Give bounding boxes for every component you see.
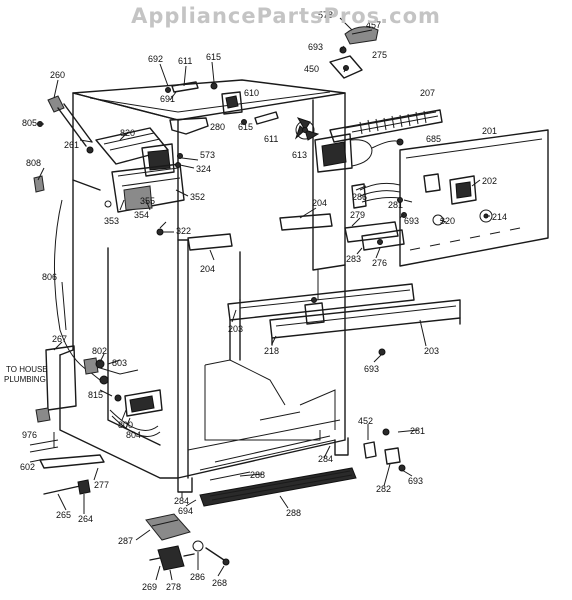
callout-602: 602: [20, 462, 35, 472]
callout-353: 353: [104, 216, 119, 226]
callout-820: 820: [120, 128, 135, 138]
callout-207: 207: [420, 88, 435, 98]
callout-278: 278: [166, 582, 181, 592]
callout-354: 354: [134, 210, 149, 220]
callout-204b: 204: [200, 264, 215, 274]
callout-800: 800: [118, 420, 133, 430]
callout-284: 284: [318, 454, 333, 464]
callout-803: 803: [112, 358, 127, 368]
callout-269: 269: [142, 582, 157, 592]
control-panel: [351, 129, 549, 267]
callout-288b: 288: [286, 508, 301, 518]
callout-611: 611: [178, 56, 192, 66]
callout-280: 280: [210, 122, 225, 132]
callout-267: 267: [52, 334, 67, 344]
callout-691: 691: [160, 94, 175, 104]
callout-282: 282: [376, 484, 391, 494]
callout-281: 281: [388, 200, 403, 210]
watermark: AppliancePartsPros.com: [131, 4, 441, 28]
callout-214: 214: [492, 212, 507, 222]
callout-693: 693: [308, 42, 323, 52]
fan-motor-assembly: [314, 109, 443, 173]
callout-labels: 578 457 693 450 275 692 611 615 691 610 …: [4, 10, 507, 592]
ice-maker: [86, 127, 185, 236]
callout-808: 808: [26, 158, 41, 168]
callout-806: 806: [42, 272, 57, 282]
callout-204: 204: [312, 198, 327, 208]
callout-692: 692: [148, 54, 163, 64]
callout-264: 264: [78, 514, 93, 524]
callout-452: 452: [358, 416, 373, 426]
callout-265: 265: [56, 510, 71, 520]
callout-276: 276: [372, 258, 387, 268]
callout-277: 277: [94, 480, 109, 490]
water-line: [54, 199, 101, 381]
callout-802: 802: [92, 346, 107, 356]
callout-275: 275: [372, 50, 387, 60]
callout-693b: 693: [404, 216, 419, 226]
shelf-frames: [187, 197, 461, 361]
callout-286: 286: [352, 192, 367, 202]
cabinet: [59, 79, 349, 493]
callout-201: 201: [482, 126, 497, 136]
callout-693d: 693: [408, 476, 423, 486]
callout-578: 578: [318, 10, 333, 20]
callout-352: 352: [190, 192, 205, 202]
callout-279: 279: [350, 210, 365, 220]
callout-615: 615: [206, 52, 221, 62]
callout-805: 805: [22, 118, 37, 128]
fill-tube: [33, 95, 93, 193]
plumbing-note-line-2: PLUMBING: [4, 375, 46, 384]
callout-610: 610: [244, 88, 259, 98]
water-valve: [29, 345, 163, 469]
callout-324: 324: [196, 164, 211, 174]
callout-281b: 281: [410, 426, 425, 436]
bottom-components: [43, 428, 406, 571]
callout-287: 287: [118, 536, 133, 546]
callout-218: 218: [264, 346, 279, 356]
callout-284b: 284: [174, 496, 189, 506]
top-components: [165, 26, 379, 141]
callout-283: 283: [346, 254, 361, 264]
plumbing-note-line-1: TO HOUSE: [6, 365, 48, 374]
callout-320: 320: [440, 216, 455, 226]
callout-286b: 286: [190, 572, 205, 582]
callout-260: 260: [50, 70, 65, 80]
callout-685: 685: [426, 134, 441, 144]
callout-288: 288: [250, 470, 265, 480]
callout-450: 450: [304, 64, 319, 74]
callout-322: 322: [176, 226, 191, 236]
callout-815: 815: [88, 390, 103, 400]
callout-355: 355: [140, 196, 155, 206]
callout-203: 203: [228, 324, 243, 334]
leader-lines: [29, 17, 490, 581]
callout-457: 457: [366, 20, 381, 30]
callout-202: 202: [482, 176, 497, 186]
callout-268: 268: [212, 578, 227, 588]
callout-611b: 611: [264, 134, 278, 144]
callout-573: 573: [200, 150, 215, 160]
callout-613: 613: [292, 150, 307, 160]
callout-693c: 693: [364, 364, 379, 374]
callout-615b: 615: [238, 122, 253, 132]
callout-694: 694: [178, 506, 193, 516]
callout-261: 261: [64, 140, 79, 150]
callout-203b: 203: [424, 346, 439, 356]
callout-804: 804: [126, 430, 141, 440]
callout-976: 976: [22, 430, 37, 440]
